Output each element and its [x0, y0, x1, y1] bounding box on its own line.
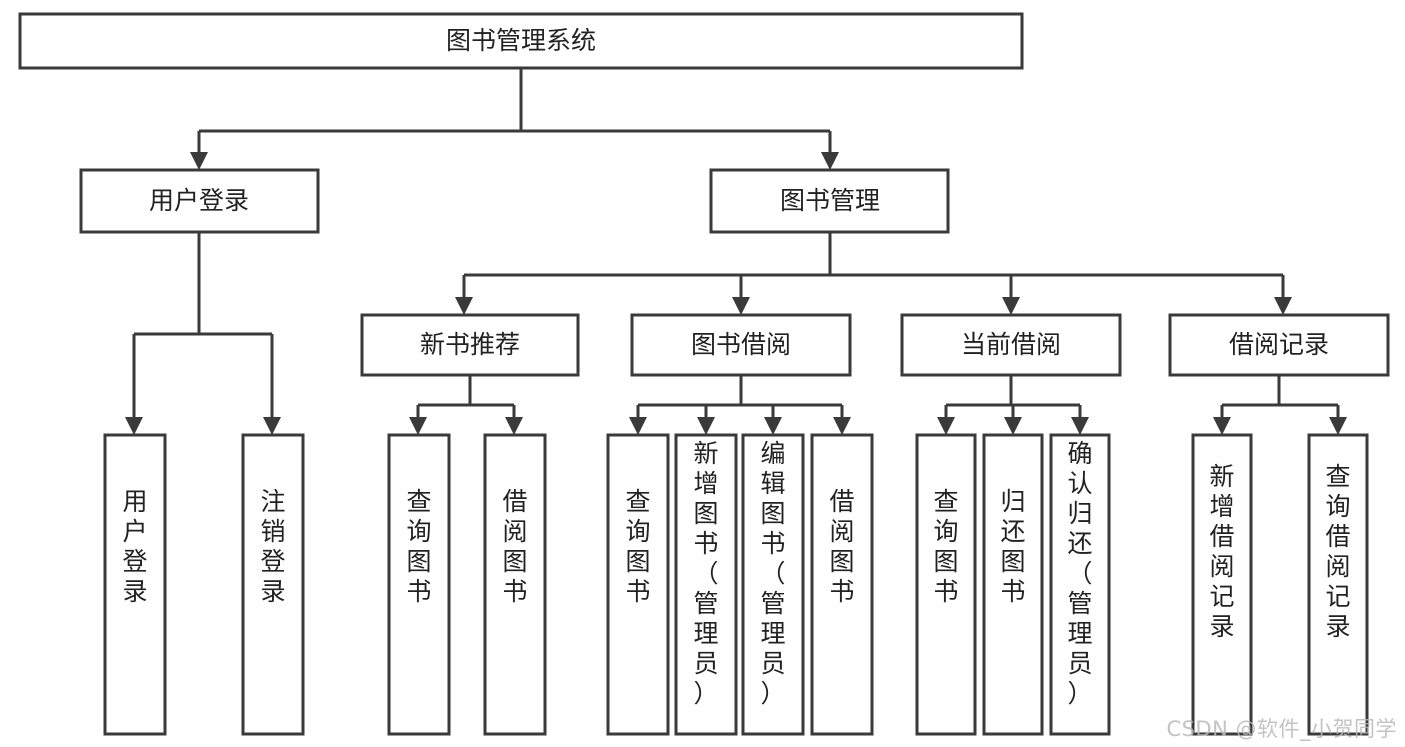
node-current-borrow-label: 当前借阅	[961, 330, 1061, 359]
leaf-book-borrow-4-label: 借阅图书	[829, 487, 854, 606]
arrow-borrow-record-leaf-2	[1329, 417, 1347, 435]
leaf-new-book-1-label: 查询图书	[406, 487, 431, 606]
leaf-user-login-1-label: 用户登录	[122, 487, 147, 606]
node-book-borrow[interactable]: 图书借阅	[630, 313, 852, 377]
node-book-management-label: 图书管理	[780, 186, 880, 215]
node-user-login-box	[79, 168, 320, 234]
leaf-new-book-2-box	[483, 433, 547, 736]
leaf-user-login-2[interactable]: 注销登录	[241, 433, 305, 736]
node-book-management-box	[709, 168, 950, 234]
node-borrow-record-box	[1168, 313, 1390, 377]
arrow-root-to-book-mgmt	[821, 152, 839, 170]
arrow-user-login-leaf-2	[263, 417, 281, 435]
leaf-new-book-1-box	[387, 433, 451, 736]
leaf-borrow-record-2[interactable]: 查询借阅记录	[1307, 433, 1369, 736]
leaf-new-book-1[interactable]: 查询图书	[387, 433, 451, 736]
leaf-book-borrow-3-label: 编辑图书（管理员）	[760, 439, 785, 708]
node-root-system[interactable]: 图书管理系统	[18, 12, 1024, 70]
arrow-to-borrow-record	[1274, 297, 1292, 315]
arrow-root-to-user-login	[190, 152, 208, 170]
node-root-system-label: 图书管理系统	[446, 26, 596, 55]
leaf-borrow-record-1-box	[1191, 433, 1253, 736]
arrow-to-new-book	[455, 297, 473, 315]
leaf-current-borrow-2[interactable]: 归还图书	[982, 433, 1044, 736]
leaf-book-borrow-1-box	[606, 433, 670, 736]
leaf-current-borrow-2-box	[982, 433, 1044, 736]
leaf-user-login-1-box	[103, 433, 167, 736]
leaf-book-borrow-3[interactable]: 编辑图书（管理员）	[741, 433, 805, 736]
leaf-book-borrow-1-label: 查询图书	[625, 487, 650, 606]
node-root-system-box	[18, 12, 1024, 70]
arrow-book-borrow-leaf-3	[764, 417, 782, 435]
leaf-current-borrow-2-label: 归还图书	[1000, 487, 1025, 606]
leaf-book-borrow-3-box	[741, 433, 805, 736]
leaf-user-login-2-label: 注销登录	[260, 487, 285, 606]
leaf-current-borrow-3-box	[1049, 433, 1111, 736]
node-user-login-label: 用户登录	[149, 186, 249, 215]
leaf-book-borrow-2[interactable]: 新增图书（管理员）	[674, 433, 738, 736]
arrow-book-borrow-leaf-4	[833, 417, 851, 435]
node-new-book-recommend[interactable]: 新书推荐	[360, 313, 580, 377]
node-book-borrow-box	[630, 313, 852, 377]
leaf-book-borrow-4[interactable]: 借阅图书	[810, 433, 874, 736]
leaf-borrow-record-1-label: 新增借阅记录	[1209, 462, 1234, 641]
leaf-book-borrow-2-box	[674, 433, 738, 736]
arrow-new-book-leaf-1	[409, 417, 427, 435]
arrow-borrow-record-leaf-1	[1213, 417, 1231, 435]
leaf-book-borrow-1[interactable]: 查询图书	[606, 433, 670, 736]
node-current-borrow[interactable]: 当前借阅	[900, 313, 1122, 377]
leaf-current-borrow-1-label: 查询图书	[933, 487, 958, 606]
leaf-current-borrow-1-box	[915, 433, 977, 736]
arrow-to-current-borrow	[1002, 297, 1020, 315]
arrow-user-login-leaf-1	[125, 417, 143, 435]
leaf-borrow-record-2-box	[1307, 433, 1369, 736]
leaf-book-borrow-2-label: 新增图书（管理员）	[693, 439, 718, 708]
node-borrow-record-label: 借阅记录	[1229, 330, 1329, 359]
arrow-book-borrow-leaf-1	[629, 417, 647, 435]
connector-layer	[125, 68, 1347, 435]
leaf-borrow-record-1[interactable]: 新增借阅记录	[1191, 433, 1253, 736]
node-book-borrow-label: 图书借阅	[691, 330, 791, 359]
arrow-to-book-borrow	[732, 297, 750, 315]
leaf-current-borrow-3[interactable]: 确认归还（管理员）	[1049, 433, 1111, 736]
leaf-new-book-2-label: 借阅图书	[502, 487, 527, 606]
node-new-book-recommend-label: 新书推荐	[420, 330, 520, 359]
leaf-user-login-1[interactable]: 用户登录	[103, 433, 167, 736]
arrow-current-borrow-leaf-3	[1071, 417, 1089, 435]
arrow-current-borrow-leaf-1	[937, 417, 955, 435]
leaf-borrow-record-2-label: 查询借阅记录	[1325, 462, 1350, 641]
leaf-current-borrow-1[interactable]: 查询图书	[915, 433, 977, 736]
leaf-new-book-2[interactable]: 借阅图书	[483, 433, 547, 736]
node-new-book-recommend-box	[360, 313, 580, 377]
arrow-book-borrow-leaf-2	[697, 417, 715, 435]
node-borrow-record[interactable]: 借阅记录	[1168, 313, 1390, 377]
leaf-user-login-2-box	[241, 433, 305, 736]
node-user-login[interactable]: 用户登录	[79, 168, 320, 234]
leaf-current-borrow-3-label: 确认归还（管理员）	[1067, 439, 1092, 708]
node-current-borrow-box	[900, 313, 1122, 377]
arrow-new-book-leaf-2	[505, 417, 523, 435]
leaf-book-borrow-4-box	[810, 433, 874, 736]
arrow-current-borrow-leaf-2	[1004, 417, 1022, 435]
node-book-management[interactable]: 图书管理	[709, 168, 950, 234]
